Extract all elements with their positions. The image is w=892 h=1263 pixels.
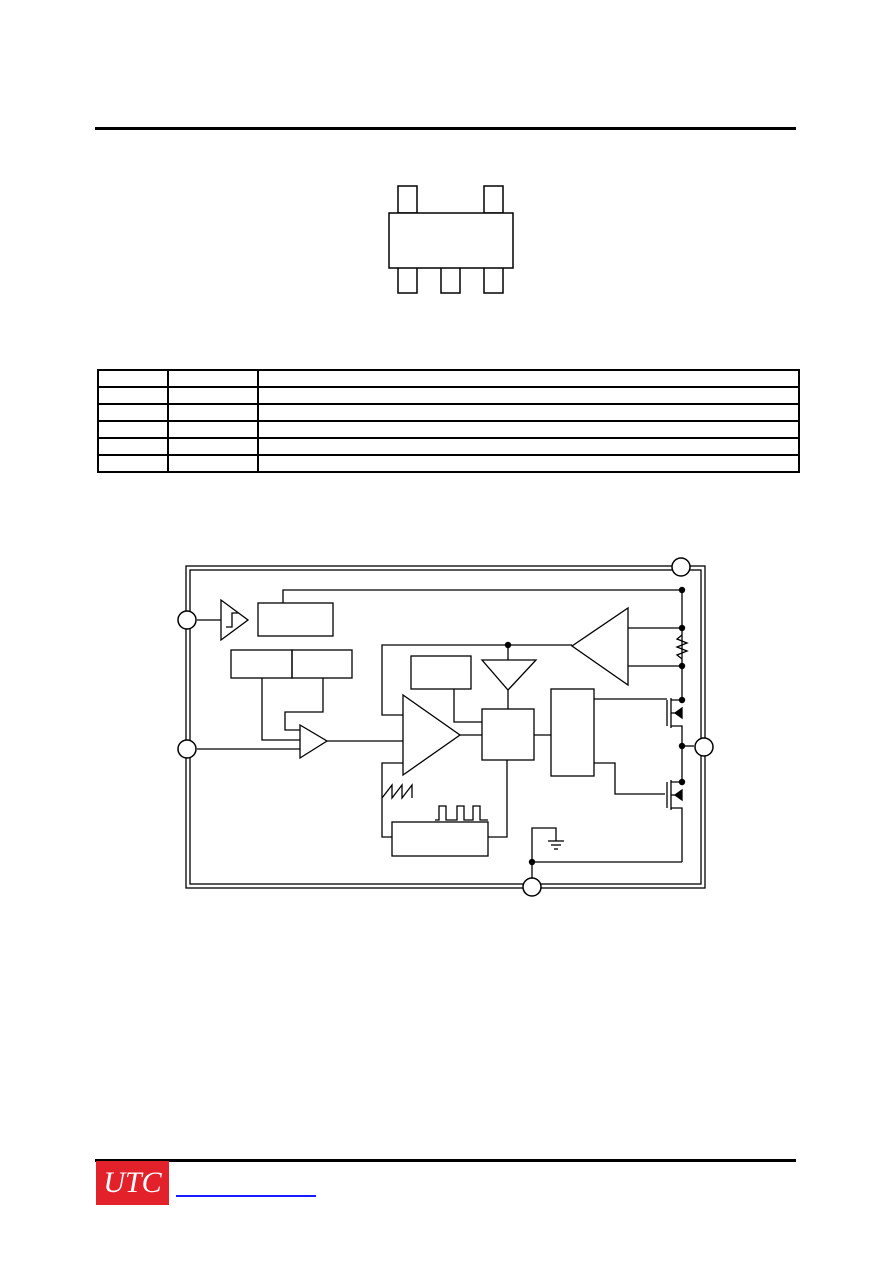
soft-start-block: [410, 655, 472, 690]
ramp-waveform: [381, 783, 413, 800]
table-cell: [257, 403, 800, 422]
utc-logo: UTC: [96, 1161, 169, 1205]
table-cell: [257, 386, 800, 405]
block-diagram: [177, 557, 714, 897]
gate-driver-block: [550, 688, 595, 777]
oscillator-block: [391, 821, 489, 857]
reference-block-left: [230, 649, 293, 679]
table-cell: [97, 454, 169, 473]
table-cell: [167, 403, 259, 422]
pwm-comparator: [402, 693, 462, 777]
reference-block-right: [291, 649, 353, 679]
table-row: [97, 420, 800, 439]
table-cell: [167, 454, 259, 473]
package-body: [388, 212, 514, 269]
website-link-underline[interactable]: [176, 1195, 316, 1197]
table-row: [97, 454, 800, 473]
table-row: [97, 386, 800, 405]
pin-terminal-en: [177, 610, 197, 630]
table-cell: [167, 369, 259, 388]
table-cell: [257, 420, 800, 439]
table-cell: [97, 420, 169, 439]
schmitt-symbol: [226, 612, 238, 628]
table-cell: [97, 437, 169, 456]
header-rule: [95, 127, 796, 130]
error-amplifier: [299, 723, 329, 760]
pin-terminal-lx: [694, 737, 714, 757]
table-cell: [97, 369, 169, 388]
package-pin-top-right: [483, 185, 504, 214]
table-cell: [257, 454, 800, 473]
table-cell: [167, 420, 259, 439]
slope-buffer: [480, 659, 538, 691]
enable-logic-block: [257, 602, 334, 637]
schmitt-buffer: [220, 598, 250, 642]
clock-waveform: [435, 805, 488, 821]
package-pin-top-left: [397, 185, 418, 214]
control-logic-block: [481, 708, 535, 761]
pin-description-table: [97, 369, 800, 473]
table-cell: [167, 386, 259, 405]
pin-terminal-vin: [671, 557, 691, 577]
table-cell: [257, 369, 800, 388]
table-cell: [97, 403, 169, 422]
package-pin-bottom-left: [397, 265, 418, 294]
table-cell: [257, 437, 800, 456]
package-pin-bottom-middle: [440, 265, 461, 294]
sense-resistor: [675, 634, 689, 660]
table-cell: [167, 437, 259, 456]
table-cell: [97, 386, 169, 405]
pin-terminal-fb: [177, 739, 197, 759]
diagram-frame-outer: [185, 565, 706, 889]
table-row: [97, 437, 800, 456]
package-pin-bottom-right: [483, 265, 504, 294]
table-row: [97, 369, 800, 388]
current-sense-amplifier: [570, 606, 629, 687]
utc-logo-text: UTC: [103, 1166, 162, 1199]
package-outline-drawing: [388, 185, 514, 294]
diagram-frame-inner: [189, 569, 702, 885]
pin-terminal-gnd: [522, 877, 542, 897]
footer-rule: [95, 1159, 796, 1162]
table-row: [97, 403, 800, 422]
